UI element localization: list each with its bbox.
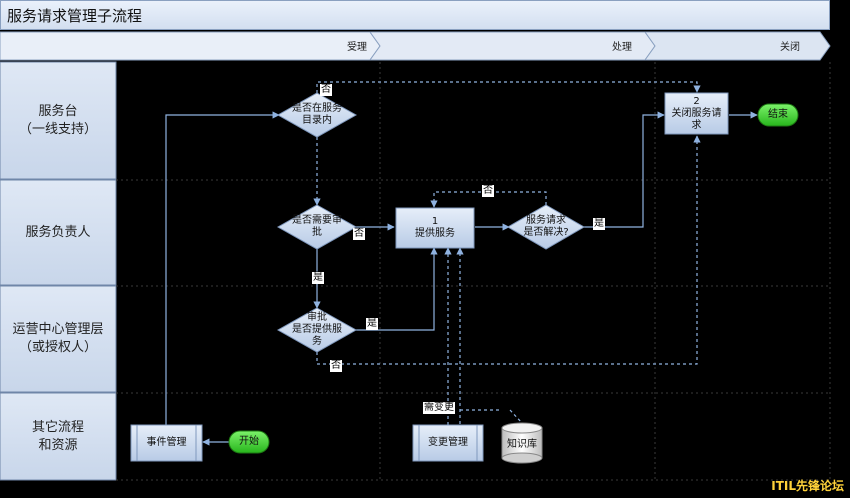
tag-d1-no: 否 [320,84,332,96]
tag-d4-yes: 是 [593,218,605,230]
process-close-request [664,92,729,135]
tag-d2-no: 否 [353,228,365,240]
decision-in-catalog [276,92,358,138]
terminator-start-text: 开始 [239,436,259,447]
decision-need-approval [276,204,358,250]
subprocess-incident-text: 事件管理 [146,437,187,448]
decision-need-approval-text: 是否需要审 批 [292,215,342,238]
watermark-text: ITIL先锋论坛 [771,479,844,493]
phase-label-accept: 受理 [347,42,367,53]
decision-resolved-text: 服务请求 是否解决? [523,215,569,238]
process-provide-service [395,207,475,249]
decision-resolved [507,204,585,250]
decision-in-catalog-text: 是否在服务 目录内 [292,103,342,126]
lane-label-blocks [0,61,117,481]
lane-separators [116,62,831,481]
tag-d3-yes: 是 [366,318,378,330]
subprocess-incident [130,424,203,462]
terminator-start [228,430,270,454]
terminator-end-text: 结束 [768,109,788,120]
phase-header [0,31,831,61]
process-provide-service-text: 1 提供服务 [415,216,455,239]
decision-approve-service-text: 审批 是否提供服 务 [292,312,342,347]
title-bar: 服务请求管理子流程 [0,0,830,30]
tag-need-change: 需变更 [423,402,455,414]
terminator-end [757,103,799,127]
phase-label-handle: 处理 [612,42,632,53]
connectors [165,81,758,446]
tag-d4-no: 否 [482,185,494,197]
subprocess-change-text: 变更管理 [428,437,468,448]
lane-label-service-desk: 服务台 （一线支持） [18,103,97,137]
lane-label-ops-management: 运营中心管理层 （或授权人） [12,322,104,355]
datastore-knowledge-base [501,422,543,464]
phase-label-close: 关闭 [780,42,800,53]
process-close-request-text: 2 关闭服务请 求 [671,95,722,131]
decision-approve-service [276,307,358,353]
datastore-knowledge-base-text: 知识库 [507,439,537,450]
lane-label-other-processes: 其它流程 和资源 [31,419,84,453]
lane-label-service-owner: 服务负责人 [25,224,91,240]
subprocess-change [412,424,484,462]
tag-d2-yes: 是 [312,272,324,284]
tag-d3-no: 否 [330,360,342,372]
page-title: 服务请求管理子流程 [7,7,143,25]
